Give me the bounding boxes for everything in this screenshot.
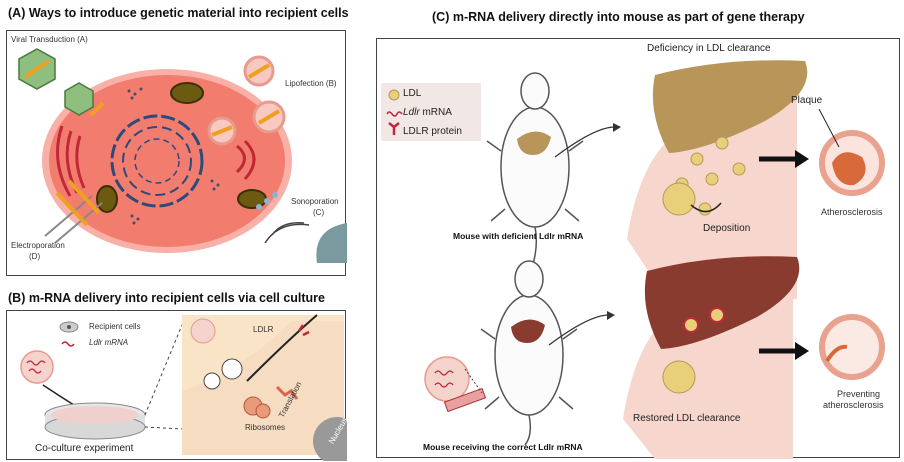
panel-b-title: (B) m-RNA delivery into recipient cells … — [8, 291, 325, 305]
label-ldlr: LDLR — [253, 325, 274, 334]
legend-ldlr-protein: LDLR protein — [403, 126, 462, 137]
label-electroporation: Electroporation — [11, 241, 65, 250]
panel-a: Viral Transduction (A) Lipofection (B) S… — [6, 30, 347, 276]
label-lipofection: Lipofection (B) — [285, 79, 337, 88]
label-sonoporation-letter: (C) — [313, 208, 325, 217]
label-co-culture: Co-culture experiment — [35, 443, 134, 454]
label-mouse-corrected: Mouse receiving the correct Ldlr mRNA — [423, 442, 583, 452]
label-mouse-deficient: Mouse with deficient Ldlr mRNA — [453, 231, 584, 241]
legend-ldlr-mrna: Ldlr mRNA — [403, 107, 452, 118]
legend-ldl: LDL — [403, 88, 422, 99]
artery-clear — [819, 314, 885, 380]
mitochondrion — [170, 82, 204, 104]
syringe — [443, 387, 487, 413]
legend-recipient-cells: Recipient cells — [89, 322, 141, 331]
panel-c-illustration — [381, 60, 885, 459]
nucleus-envelope — [110, 114, 204, 208]
label-electroporation-letter: (D) — [29, 252, 41, 261]
label-plaque: Plaque — [791, 95, 823, 106]
panel-b: Recipient cells Ldlr mRNA Co-culture exp… — [6, 310, 349, 461]
label-deposition: Deposition — [703, 223, 751, 234]
mrna-vesicle — [20, 350, 54, 384]
panel-c-title: (C) m-RNA delivery directly into mouse a… — [432, 10, 805, 24]
mouse-bottom — [480, 260, 578, 446]
label-preventing-2: atherosclerosis — [823, 400, 884, 410]
label-sonoporation: Sonoporation — [291, 197, 339, 206]
legend-ldlr-mrna: Ldlr mRNA — [89, 338, 129, 347]
mouse-top — [486, 72, 584, 272]
label-restored: Restored LDL clearance — [633, 413, 741, 424]
label-deficiency: Deficiency in LDL clearance — [647, 43, 771, 54]
nucleus — [313, 417, 347, 461]
label-atherosclerosis: Atherosclerosis — [821, 207, 883, 217]
panel-b-illustration — [20, 314, 347, 461]
label-viral-transduction: Viral Transduction (A) — [11, 35, 88, 44]
panel-a-illustration — [18, 48, 347, 263]
label-preventing: Preventing — [837, 389, 881, 399]
panel-a-title: (A) Ways to introduce genetic material i… — [8, 6, 349, 20]
liver-deficient — [652, 60, 808, 153]
label-ribosomes: Ribosomes — [245, 423, 286, 432]
ldl-deposition — [662, 182, 696, 216]
mrna-vesicle-injection — [424, 356, 470, 402]
panel-c: LDL Ldlr mRNA LDLR protein Deficiency in… — [376, 38, 900, 459]
